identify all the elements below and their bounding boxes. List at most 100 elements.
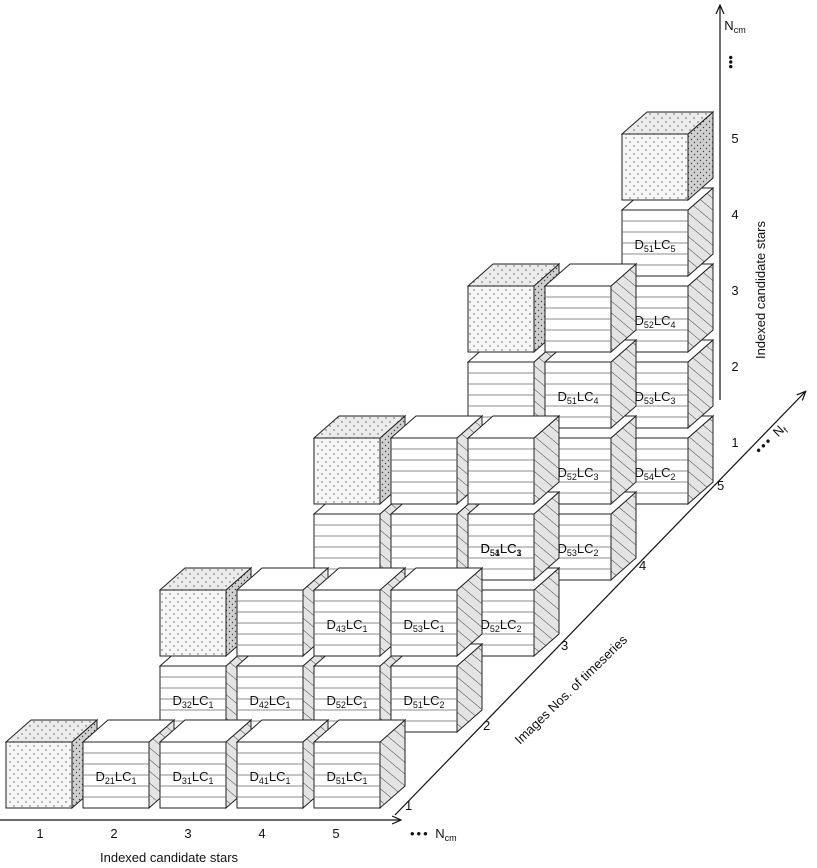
vertical-tick-5: 5 — [731, 131, 738, 146]
cell-label-lc-sub: 4 — [671, 320, 676, 330]
cell-label: D31LC1 — [172, 769, 213, 786]
cube-5-4-4 — [543, 262, 638, 354]
depth-tick-4: 4 — [639, 558, 646, 573]
cell-label-lc-sub: 3 — [671, 396, 676, 406]
cubes-group — [4, 110, 715, 810]
x-tick-4: 4 — [258, 826, 265, 841]
cell-label-d-sub: 53 — [644, 396, 654, 406]
cell-label-d-sub: 51 — [413, 700, 423, 710]
cell-label: D52LC2 — [480, 617, 521, 634]
cube-5-5-5 — [620, 110, 715, 202]
cell-label: D54LC2 — [634, 465, 675, 482]
cube-5-2-1 — [389, 642, 484, 734]
cell-label-lc-sub: 1 — [132, 776, 137, 786]
cube-5-4-3 — [543, 338, 638, 430]
cell-label-lc: LC — [423, 617, 440, 632]
cube-5-3-2 — [466, 490, 561, 582]
cell-label-lc-sub: 1 — [286, 700, 291, 710]
cell-label: D51LC5 — [634, 237, 675, 254]
cell-label-d: D — [326, 693, 335, 708]
cell-label: D52LC1 — [326, 693, 367, 710]
cell-label-d-sub: 43 — [336, 624, 346, 634]
cell-label-d: D — [480, 541, 489, 556]
cube-4-3-3 — [389, 414, 484, 506]
depth-tick-1: 1 — [405, 798, 412, 813]
x-tick-1: 1 — [36, 826, 43, 841]
cell-label-lc-sub: 1 — [440, 624, 445, 634]
cell-label-d: D — [557, 541, 566, 556]
cell-label-lc-sub: 1 — [363, 700, 368, 710]
cube-2-2-2 — [158, 566, 253, 658]
cell-label-lc-sub: 1 — [363, 624, 368, 634]
cell-label-d-sub: 31 — [182, 776, 192, 786]
cell-label-lc-sub: 1 — [286, 776, 291, 786]
cube-front-face — [159, 589, 227, 657]
cell-label-d-sub: 51 — [336, 776, 346, 786]
x-axis-label: Indexed candidate stars — [100, 850, 239, 865]
vertical-tick-3: 3 — [731, 283, 738, 298]
cell-label-lc-sub: 1 — [517, 548, 522, 558]
cell-label-d: D — [634, 389, 643, 404]
depth-end-sub: f — [781, 425, 790, 434]
cube-5-2-2 — [389, 566, 484, 658]
cell-label-d-sub: 52 — [567, 472, 577, 482]
cell-label-d: D — [403, 693, 412, 708]
cell-label-d-sub: 53 — [567, 548, 577, 558]
cell-label-lc: LC — [577, 541, 594, 556]
cell-label-d-sub: 32 — [182, 700, 192, 710]
cell-label-lc-sub: 1 — [209, 700, 214, 710]
cell-label-d-sub: 52 — [336, 700, 346, 710]
cell-label-d-sub: 41 — [259, 776, 269, 786]
cell-label-d: D — [172, 769, 181, 784]
x-tick-3: 3 — [184, 826, 191, 841]
cell-label-d-sub: 42 — [259, 700, 269, 710]
axes-group — [0, 6, 805, 820]
cube-5-3-3 — [466, 414, 561, 506]
vertical-end-ellipsis: ••• — [723, 55, 738, 69]
cell-label: D43LC1 — [326, 617, 367, 634]
cell-label-lc: LC — [654, 389, 671, 404]
cell-label: D53LC2 — [557, 541, 598, 558]
cube-3-1-1 — [158, 718, 253, 810]
cell-label-d: D — [95, 769, 104, 784]
cell-label-lc: LC — [192, 769, 209, 784]
cell-label-lc-sub: 5 — [671, 244, 676, 254]
cell-label-lc: LC — [346, 617, 363, 632]
cell-label-d-sub: 51 — [490, 548, 500, 558]
cell-label-lc-sub: 3 — [594, 472, 599, 482]
depth-axis-end-label: ••• Nf — [752, 420, 791, 458]
cell-label: D51LC4 — [557, 389, 598, 406]
vertical-end-base: N — [724, 18, 733, 33]
x-end-sub: cm — [445, 833, 457, 843]
cell-label: D21LC1 — [95, 769, 136, 786]
cell-label-lc: LC — [192, 693, 209, 708]
cell-label-lc: LC — [346, 769, 363, 784]
vertical-axis-end-label: Ncm — [724, 18, 745, 35]
cell-label-d-sub: 21 — [105, 776, 115, 786]
cell-label-lc: LC — [654, 465, 671, 480]
cell-label-d: D — [634, 465, 643, 480]
cell-label-lc-sub: 2 — [517, 624, 522, 634]
cell-label-lc: LC — [115, 769, 132, 784]
cell-label-lc-sub: 1 — [209, 776, 214, 786]
cell-label: D53LC1 — [403, 617, 444, 634]
cell-label-lc-sub: 1 — [363, 776, 368, 786]
cell-label-lc: LC — [500, 617, 517, 632]
cell-label-d: D — [557, 465, 566, 480]
cell-label-d-sub: 51 — [644, 244, 654, 254]
cell-label-d: D — [480, 541, 489, 556]
cell-label-lc-sub: 4 — [594, 396, 599, 406]
cell-label-d-sub: 53 — [413, 624, 423, 634]
cell-label-d: D — [557, 389, 566, 404]
cell-label-d: D — [634, 237, 643, 252]
cube-4-2-2 — [312, 566, 407, 658]
cell-label: D52LC3 — [557, 465, 598, 482]
cell-label: D32LC1 — [172, 693, 213, 710]
cell-label: D52LC4 — [634, 313, 675, 330]
cell-label: D54LC1 — [480, 541, 521, 558]
cube-front-face — [313, 437, 381, 505]
x-end-ellipsis: ••• — [410, 826, 435, 841]
cell-label-d: D — [172, 693, 181, 708]
cell-label-d-sub: 51 — [567, 396, 577, 406]
